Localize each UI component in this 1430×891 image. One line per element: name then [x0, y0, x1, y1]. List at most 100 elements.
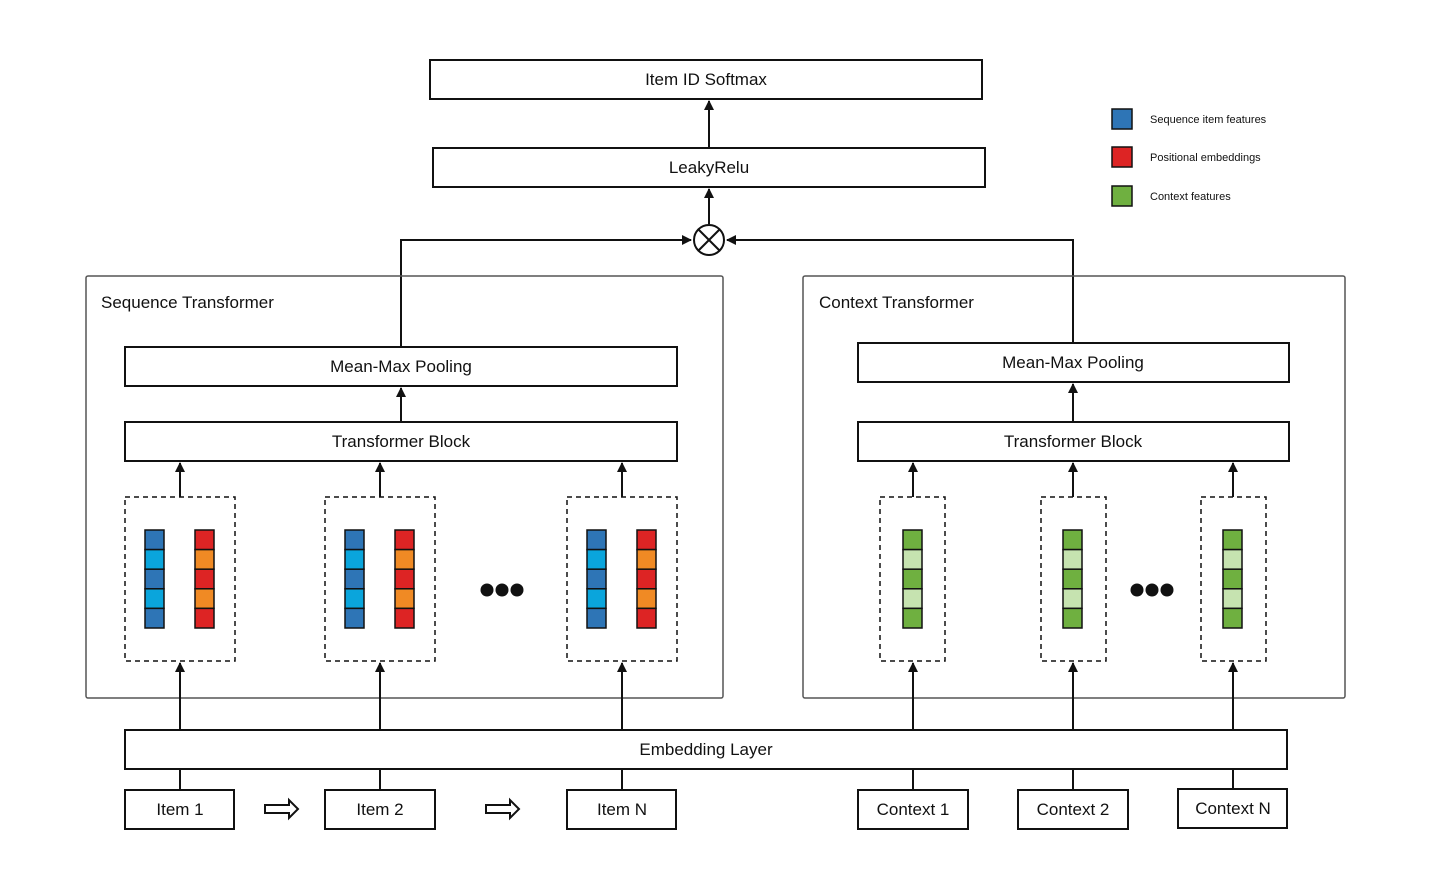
dashed-group-border — [879, 496, 946, 662]
positional-embedding-column-cell — [194, 529, 215, 551]
positional-embedding-column-cell — [636, 529, 657, 551]
sequence-feature-column-cell — [586, 548, 607, 570]
sequence-token-group — [124, 496, 236, 662]
context-1-label: Context 1 — [877, 800, 950, 819]
sequence-feature-column-cell — [344, 607, 365, 629]
positional-embedding-column-cell — [194, 548, 215, 570]
context-feature-column-cell — [1222, 588, 1243, 610]
context-feature-column-cell — [1062, 529, 1083, 551]
embedding-layer-box: Embedding Layer — [124, 729, 1288, 770]
legend: Sequence item features Positional embedd… — [1111, 108, 1267, 207]
context-feature-column-cell — [1062, 548, 1083, 570]
item-input-1: Item 1 — [124, 789, 235, 830]
sequence-feature-column — [344, 529, 365, 629]
seq-pooling-box: Mean-Max Pooling — [124, 346, 678, 387]
positional-embedding-column-cell — [394, 588, 415, 610]
legend-label-positional: Positional embeddings — [1150, 152, 1261, 164]
legend-label-sequence: Sequence item features — [1150, 114, 1267, 126]
sequence-feature-column-cell — [344, 529, 365, 551]
sequence-feature-column-cell — [144, 568, 165, 590]
item-n-label: Item N — [597, 800, 647, 819]
context-feature-column-cell — [902, 607, 923, 629]
dashed-group-border — [324, 496, 436, 662]
context-feature-column-cell — [1062, 568, 1083, 590]
context-feature-column-cell — [902, 588, 923, 610]
arrow-ctx-pool-to-combine — [726, 235, 1074, 343]
context-input-n: Context N — [1177, 788, 1288, 829]
input-connectors — [179, 770, 1234, 790]
positional-embedding-column-cell — [194, 588, 215, 610]
context-token-group — [1040, 496, 1107, 662]
positional-embedding-column-cell — [394, 568, 415, 590]
context-feature-column-cell — [902, 529, 923, 551]
context-feature-column-cell — [902, 548, 923, 570]
seq-pooling-label: Mean-Max Pooling — [330, 357, 472, 376]
hollow-right-arrow-icon — [485, 797, 521, 821]
softmax-label: Item ID Softmax — [645, 70, 767, 89]
legend-label-context: Context features — [1150, 191, 1231, 203]
context-feature-column — [1062, 529, 1083, 629]
leaky-relu-box: LeakyRelu — [432, 147, 986, 188]
sequence-token-group — [324, 496, 436, 662]
context-feature-column-cell — [1222, 529, 1243, 551]
context-input-1: Context 1 — [857, 789, 969, 830]
sequence-feature-column — [586, 529, 607, 629]
sequence-feature-column-cell — [144, 529, 165, 551]
sequence-feature-column-cell — [344, 588, 365, 610]
legend-swatch-sequence — [1111, 108, 1133, 130]
embedding-layer-label: Embedding Layer — [639, 740, 773, 759]
item-1-label: Item 1 — [156, 800, 203, 819]
sequence-feature-column-cell — [344, 548, 365, 570]
arrow-seq-pool-to-combine — [400, 235, 692, 347]
seq-transformer-block: Transformer Block — [124, 421, 678, 462]
ctx-pooling-box: Mean-Max Pooling — [857, 342, 1290, 383]
context-n-label: Context N — [1195, 799, 1271, 818]
dashed-group-border — [124, 496, 236, 662]
legend-swatch-context — [1111, 185, 1133, 207]
sequence-feature-column — [144, 529, 165, 629]
sequence-feature-column-cell — [144, 588, 165, 610]
context-feature-column-cell — [1222, 607, 1243, 629]
seq-block-label: Transformer Block — [332, 432, 471, 451]
sequence-feature-column-cell — [586, 607, 607, 629]
context-transformer-panel: Context Transformer Mean-Max Pooling Tra… — [802, 275, 1346, 699]
context-panel-title: Context Transformer — [819, 293, 974, 312]
sequence-feature-column-cell — [144, 548, 165, 570]
ctx-transformer-block: Transformer Block — [857, 421, 1290, 462]
legend-swatch-positional — [1111, 146, 1133, 168]
dashed-group-border — [1040, 496, 1107, 662]
token-groups — [124, 496, 1267, 662]
context-feature-column-cell — [1062, 607, 1083, 629]
leaky-relu-label: LeakyRelu — [669, 158, 749, 177]
context-feature-column — [902, 529, 923, 629]
dashed-group-border — [566, 496, 678, 662]
positional-embedding-column-cell — [194, 568, 215, 590]
context-feature-column-cell — [1222, 548, 1243, 570]
ellipsis-dots-icon — [480, 583, 524, 597]
hollow-right-arrow-icon — [264, 797, 300, 821]
positional-embedding-column-cell — [636, 568, 657, 590]
item-input-n: Item N — [566, 789, 677, 830]
sequence-panel-title: Sequence Transformer — [101, 293, 274, 312]
context-feature-column — [1222, 529, 1243, 629]
sequence-feature-column-cell — [586, 529, 607, 551]
positional-embedding-column-cell — [636, 548, 657, 570]
ctx-pooling-label: Mean-Max Pooling — [1002, 353, 1144, 372]
positional-embedding-column-cell — [394, 548, 415, 570]
dashed-group-border — [1200, 496, 1267, 662]
context-2-label: Context 2 — [1037, 800, 1110, 819]
softmax-box: Item ID Softmax — [429, 59, 983, 100]
sequence-feature-column-cell — [144, 607, 165, 629]
positional-embedding-column-cell — [636, 588, 657, 610]
sequence-feature-column-cell — [586, 568, 607, 590]
sequence-transformer-panel: Sequence Transformer Mean-Max Pooling Tr… — [85, 275, 724, 699]
circled-times-icon — [693, 224, 725, 256]
item-2-label: Item 2 — [356, 800, 403, 819]
positional-embedding-column — [194, 529, 215, 629]
positional-embedding-column — [636, 529, 657, 629]
ctx-block-label: Transformer Block — [1004, 432, 1143, 451]
token-arrows — [175, 462, 1238, 730]
context-feature-column-cell — [1222, 568, 1243, 590]
sequence-feature-column-cell — [586, 588, 607, 610]
